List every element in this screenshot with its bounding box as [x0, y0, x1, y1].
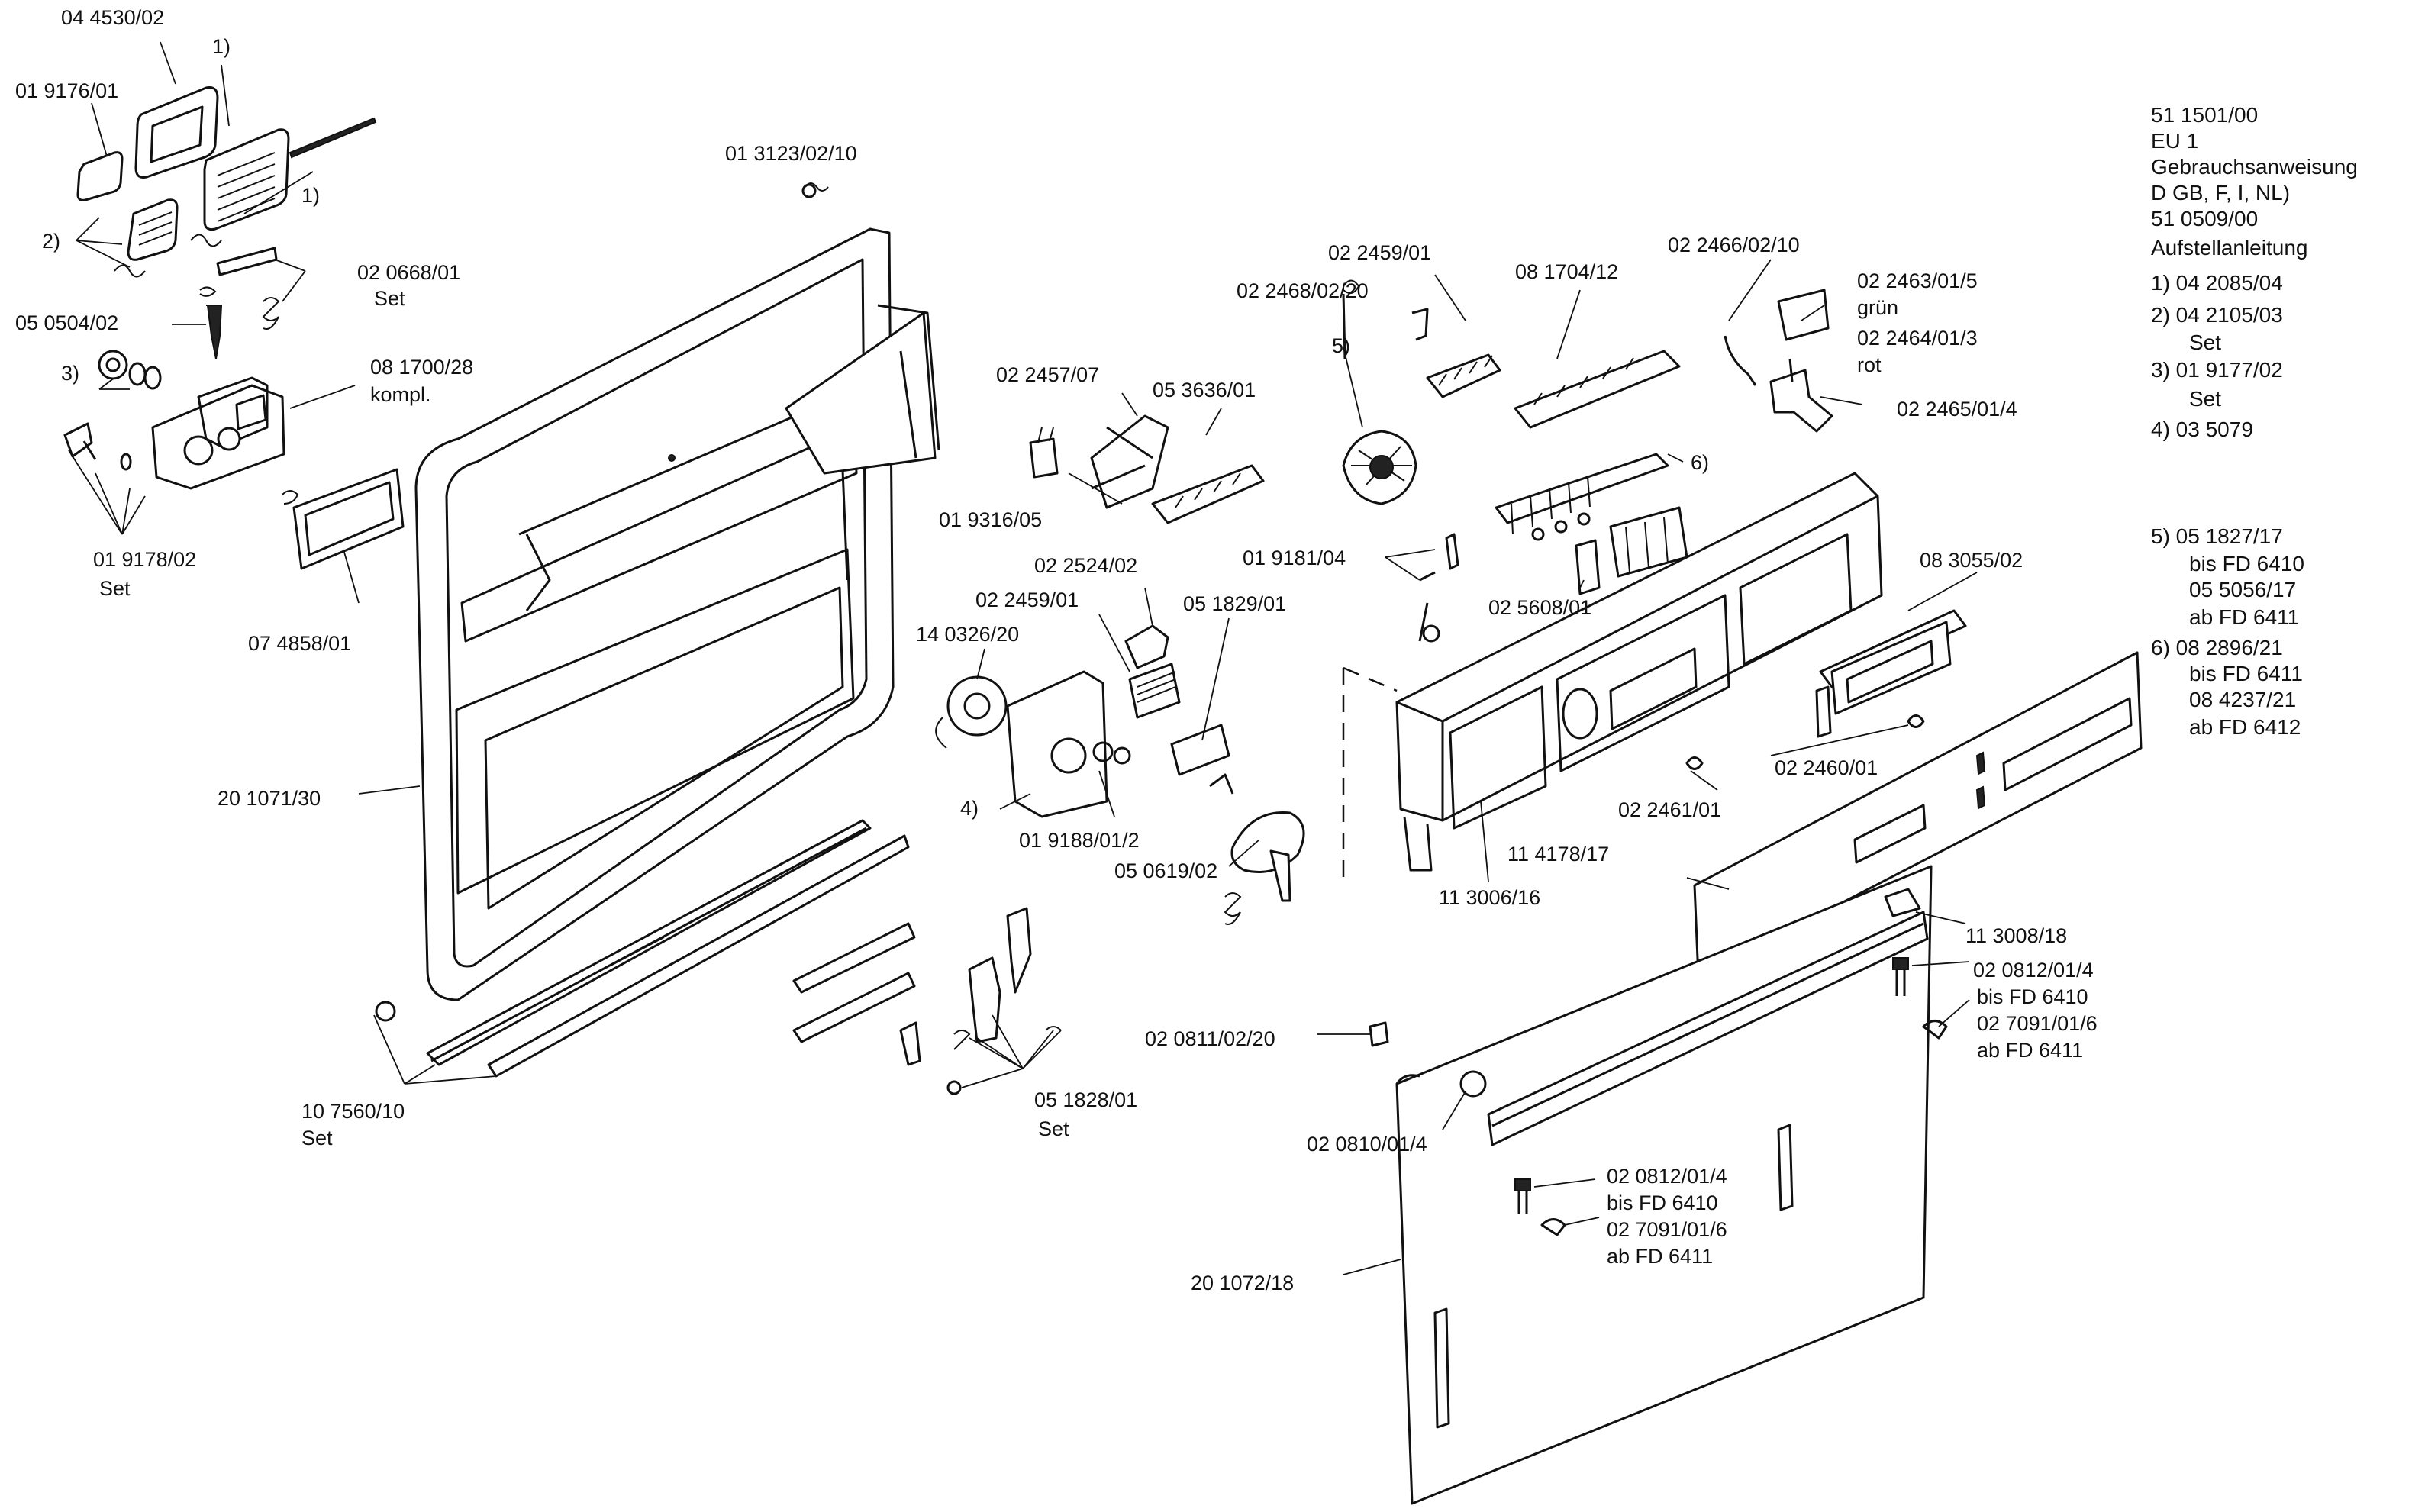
part-label: 02 2460/01: [1775, 756, 1878, 779]
part-label: 05 0619/02: [1114, 859, 1217, 882]
part-label: 11 3006/16: [1439, 886, 1540, 909]
timer-and-controls: [935, 279, 1360, 925]
control-panel-housing: [1342, 472, 1883, 878]
part-label: 4): [960, 797, 979, 820]
rails-and-brackets: [375, 819, 1062, 1095]
part-label: 6): [1691, 451, 1709, 474]
part-label: Set: [374, 287, 405, 310]
legend-note: 51 1501/00: [2151, 103, 2258, 127]
part-label: 05 0504/02: [15, 311, 118, 334]
part-label: 02 0812/01/4: [1607, 1165, 1727, 1188]
part-label: 10 7560/10: [302, 1100, 405, 1123]
part-label: 02 2524/02: [1034, 554, 1137, 577]
part-label: 11 4178/17: [1508, 843, 1609, 866]
legend-note: EU 1: [2151, 129, 2198, 153]
legend-note: Set: [2189, 330, 2221, 354]
inner-door-frame: [414, 227, 940, 1001]
outer-door-panel: [1395, 865, 1933, 1505]
switch-bracket: [1815, 609, 1967, 738]
part-label: 20 1072/18: [1191, 1272, 1294, 1294]
legend-note: Gebrauchsanweisung: [2151, 155, 2358, 179]
part-label: Set: [302, 1127, 333, 1149]
part-label: 01 9178/02: [93, 548, 196, 571]
part-label: 01 9181/04: [1243, 546, 1346, 569]
screws: [1369, 957, 1948, 1236]
legend-note: Set: [2189, 387, 2221, 411]
legend-note: ab FD 6412: [2189, 715, 2301, 739]
part-label: 02 2464/01/3: [1857, 327, 1978, 350]
part-label: 02 2457/07: [996, 363, 1099, 386]
part-label: 02 7091/01/6: [1977, 1012, 2098, 1035]
part-label: 01 9176/01: [15, 79, 118, 102]
top-right-clips: [1724, 289, 1833, 433]
part-label: 05 1828/01: [1034, 1088, 1137, 1111]
part-label: ab FD 6411: [1977, 1039, 2083, 1062]
part-label: 02 2466/02/10: [1668, 234, 1800, 256]
part-label: 01 9188/01/2: [1019, 829, 1140, 852]
part-label: 1): [302, 184, 320, 207]
part-label: 08 1700/28: [370, 356, 473, 379]
legend-note: 5) 05 1827/17: [2151, 524, 2283, 548]
part-label: 02 2468/02/20: [1237, 279, 1369, 302]
part-label: 5): [1332, 334, 1350, 357]
legend-note: 1) 04 2085/04: [2151, 271, 2283, 295]
legend-note: bis FD 6411: [2189, 662, 2303, 685]
part-label: 14 0326/20: [916, 623, 1019, 646]
legend-note: bis FD 6410: [2189, 552, 2304, 575]
part-label: 02 2459/01: [975, 588, 1079, 611]
part-label: kompl.: [370, 383, 431, 406]
part-label: Set: [99, 577, 131, 600]
part-label: 04 4530/02: [61, 6, 164, 29]
part-label: 02 0668/01: [357, 261, 460, 284]
part-label: 05 1829/01: [1183, 592, 1286, 615]
part-label: 02 0810/01/4: [1307, 1133, 1427, 1156]
legend-note: ab FD 6411: [2189, 605, 2299, 629]
part-label: 08 1704/12: [1515, 260, 1618, 283]
part-label: 02 2465/01/4: [1897, 398, 2017, 421]
part-label: 3): [61, 362, 79, 385]
part-label: 01 9316/05: [939, 508, 1042, 531]
legend-note: 05 5056/17: [2189, 578, 2296, 601]
part-label: 05 3636/01: [1153, 379, 1256, 401]
part-label: Set: [1038, 1117, 1069, 1140]
switch-modules: [1411, 308, 1688, 643]
part-label: 02 2463/01/5: [1857, 269, 1978, 292]
part-label: grün: [1857, 296, 1898, 319]
selector-knob: [1342, 430, 1417, 505]
legend-note: 08 4237/21: [2189, 688, 2296, 711]
legend-note: Aufstellanleitung: [2151, 236, 2307, 260]
part-label: 20 1071/30: [218, 787, 321, 810]
part-label: bis FD 6410: [1607, 1191, 1718, 1214]
part-label: 01 3123/02/10: [725, 142, 857, 165]
leader-lines: [68, 41, 1978, 1275]
legend-note: 51 0509/00: [2151, 207, 2258, 231]
part-label: bis FD 6410: [1977, 985, 2088, 1008]
part-label: 02 0812/01/4: [1973, 959, 2094, 982]
legend-note: D GB, F, I, NL): [2151, 181, 2290, 205]
legend-note: 6) 08 2896/21: [2151, 636, 2283, 659]
front-panel: [1693, 651, 2143, 978]
part-label: 02 0811/02/20: [1145, 1027, 1275, 1050]
part-label: 02 2461/01: [1618, 798, 1721, 821]
legend-note: 3) 01 9177/02: [2151, 358, 2283, 382]
part-label: 02 5608/01: [1488, 596, 1591, 619]
legend-note: 2) 04 2105/03: [2151, 303, 2283, 327]
part-label: 1): [212, 35, 231, 58]
part-label: 07 4858/01: [248, 632, 351, 655]
part-label: 11 3008/18: [1965, 924, 2067, 947]
part-label: 08 3055/02: [1920, 549, 2023, 572]
legend-note: 4) 03 5079: [2151, 417, 2253, 441]
part-label: ab FD 6411: [1607, 1245, 1713, 1268]
top-left-parts: [63, 86, 829, 570]
part-label: 2): [42, 230, 60, 253]
drawings: [63, 86, 2143, 1505]
part-label: 02 2459/01: [1328, 241, 1431, 264]
part-label: rot: [1857, 353, 1882, 376]
part-label: 02 7091/01/6: [1607, 1218, 1727, 1241]
